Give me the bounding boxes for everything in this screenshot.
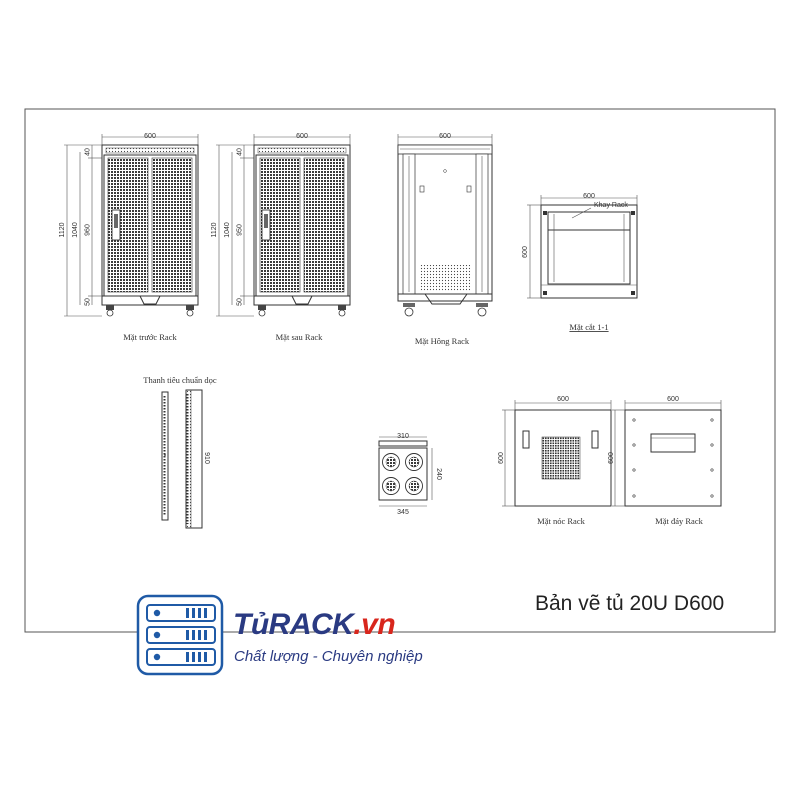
top-caption: Mặt nóc Rack: [537, 516, 585, 526]
brand-part-2: RACK: [268, 608, 354, 641]
front-inner-height-dim: 960: [85, 224, 92, 236]
rear-total-height-dim: 1120: [211, 222, 218, 237]
brand-part-3: .vn: [353, 608, 396, 641]
drawing-title: Bản vẽ tủ 20U D600: [535, 592, 725, 615]
bottom-caption: Mặt đáy Rack: [655, 516, 703, 526]
front-view: 600 1120 1040 960 40 50 Mặt trước Rack: [59, 133, 199, 342]
server-rack-icon: [136, 594, 224, 676]
rail-view: Thanh tiêu chuẩn dọc 910: [143, 375, 217, 529]
bottom-width-dim: 600: [667, 396, 679, 403]
bottom-view: 600 600 Mặt đáy Rack: [608, 396, 722, 526]
fan-view: 310 240 345: [378, 433, 442, 516]
brand-part-1: Tủ: [233, 608, 269, 641]
rear-top-dim: 40: [237, 148, 244, 156]
fan-bottom-dim: 345: [397, 509, 409, 516]
rear-bottom-dim: 50: [237, 298, 244, 306]
front-total-height-dim: 1120: [59, 222, 66, 237]
rear-caption: Mặt sau Rack: [276, 332, 323, 342]
section-view: 600 Khay Rack 600 Mặt cắt 1-1: [522, 193, 638, 332]
drawing-frame: [24, 108, 776, 633]
brand-name: TủRACK.vn: [233, 608, 396, 642]
top-width-dim: 600: [557, 396, 569, 403]
side-view: 600 Mặt Hông Rack: [397, 133, 493, 346]
front-caption: Mặt trước Rack: [123, 332, 177, 342]
bottom-depth-dim: 600: [608, 452, 615, 464]
front-bottom-dim: 50: [85, 298, 92, 306]
side-caption: Mặt Hông Rack: [415, 336, 470, 346]
rail-length-dim: 910: [203, 452, 210, 464]
rear-view: 600 1120 1040 950 40 50 Mặt sau Rack: [211, 133, 351, 342]
front-width-dim: 600: [144, 133, 156, 140]
rear-width-dim: 600: [296, 133, 308, 140]
rear-body-height-dim: 1040: [224, 222, 231, 238]
front-top-dim: 40: [85, 148, 92, 156]
top-depth-dim: 600: [498, 452, 505, 464]
side-width-dim: 600: [439, 133, 451, 140]
front-body-height-dim: 1040: [72, 222, 79, 238]
fan-top-dim: 310: [397, 433, 409, 440]
rear-inner-height-dim: 950: [237, 224, 244, 236]
brand-slogan: Chất lượng - Chuyên nghiệp: [234, 648, 423, 665]
fan-side-dim: 240: [435, 468, 442, 480]
section-width-dim: 600: [583, 193, 595, 200]
tray-label: Khay Rack: [594, 202, 628, 209]
section-depth-dim: 600: [522, 246, 529, 258]
rail-caption: Thanh tiêu chuẩn dọc: [143, 375, 217, 385]
section-caption: Mặt cắt 1-1: [569, 322, 608, 332]
top-view: 600 600 Mặt nóc Rack: [498, 396, 612, 526]
fan-icon: [382, 453, 423, 495]
